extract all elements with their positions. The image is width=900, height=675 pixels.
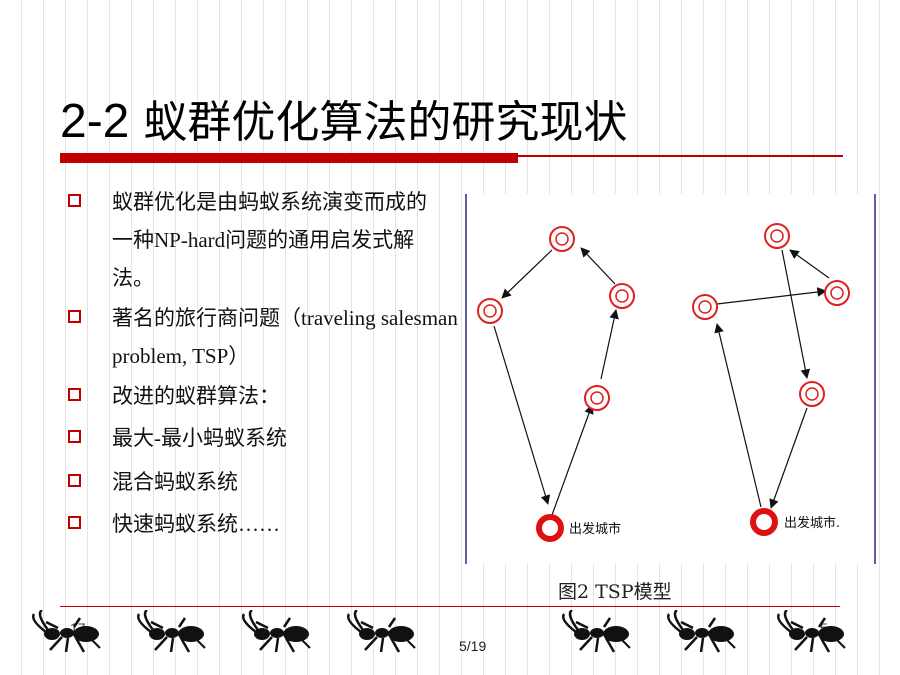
edge	[789, 249, 830, 279]
bullet-list: 蚁群优化是由蚂蚁系统演变而成的一种NP-hard问题的通用启发式解法。 著名的旅…	[64, 183, 464, 543]
bullet-square-icon	[68, 516, 81, 529]
ant-icon	[31, 610, 102, 654]
start-city-label-left: 出发城市	[569, 521, 621, 537]
ant-decoration	[31, 610, 847, 654]
title-text: 蚁群优化算法的研究现状	[143, 97, 628, 148]
bullet-square-icon	[68, 388, 81, 401]
bullet-text: 最大-最小蚂蚁系统	[112, 426, 287, 450]
title-underline-line	[518, 155, 843, 157]
bullet-square-icon	[68, 194, 81, 207]
bullet-text: 改进的蚁群算法：	[112, 384, 280, 408]
title-underline-bar	[60, 153, 518, 163]
edge	[580, 247, 616, 285]
ant-icon	[241, 610, 312, 654]
figure-caption: 图2 TSP模型	[558, 581, 672, 603]
edge	[551, 404, 594, 516]
bullet-item: 快速蚂蚁系统……	[64, 505, 464, 543]
ant-icon	[346, 610, 417, 654]
bullet-item: 改进的蚁群算法：	[64, 377, 464, 415]
footer-divider	[60, 606, 840, 607]
ant-icon	[136, 610, 207, 654]
bullet-square-icon	[68, 310, 81, 323]
slide-title: 2-2 蚁群优化算法的研究现状	[60, 86, 627, 156]
city-node	[477, 298, 503, 324]
ant-icon	[561, 610, 632, 654]
title-number: 2-2	[60, 95, 130, 148]
city-node	[609, 283, 635, 309]
edge	[714, 323, 762, 508]
page-number: 5/19	[459, 638, 487, 654]
edge	[501, 249, 553, 299]
start-city-node	[750, 508, 778, 536]
bullet-text: 混合蚂蚁系统	[112, 470, 238, 494]
city-node	[584, 385, 610, 411]
bullet-item: 著名的旅行商问题（traveling salesman problem, TSP…	[64, 299, 464, 375]
bullet-text: 快速蚂蚁系统……	[112, 512, 280, 536]
ant-icon	[666, 610, 737, 654]
edge	[716, 287, 827, 305]
bullet-item: 蚁群优化是由蚂蚁系统演变而成的一种NP-hard问题的通用启发式解法。	[64, 183, 432, 297]
bullet-text: 蚁群优化是由蚂蚁系统演变而成的一种NP-hard问题的通用启发式解法。	[112, 190, 427, 290]
tsp-diagram: 出发城市 出发城市.	[464, 194, 877, 564]
bullet-text: 著名的旅行商问题（traveling salesman problem, TSP…	[112, 306, 458, 368]
bullet-square-icon	[68, 430, 81, 443]
bullet-square-icon	[68, 474, 81, 487]
bullet-item: 最大-最小蚂蚁系统	[64, 419, 464, 457]
start-city-label-right: 出发城市.	[784, 515, 840, 531]
bullet-item: 混合蚂蚁系统	[64, 463, 464, 501]
city-node	[549, 226, 575, 252]
city-node	[799, 381, 825, 407]
city-node	[692, 294, 718, 320]
edge	[493, 325, 551, 505]
diagram-background	[464, 194, 877, 564]
edge	[781, 249, 811, 379]
edge	[600, 309, 619, 380]
city-node	[764, 223, 790, 249]
ant-icon	[776, 610, 847, 654]
city-node	[824, 280, 850, 306]
start-city-node	[536, 514, 564, 542]
edge	[769, 407, 808, 509]
